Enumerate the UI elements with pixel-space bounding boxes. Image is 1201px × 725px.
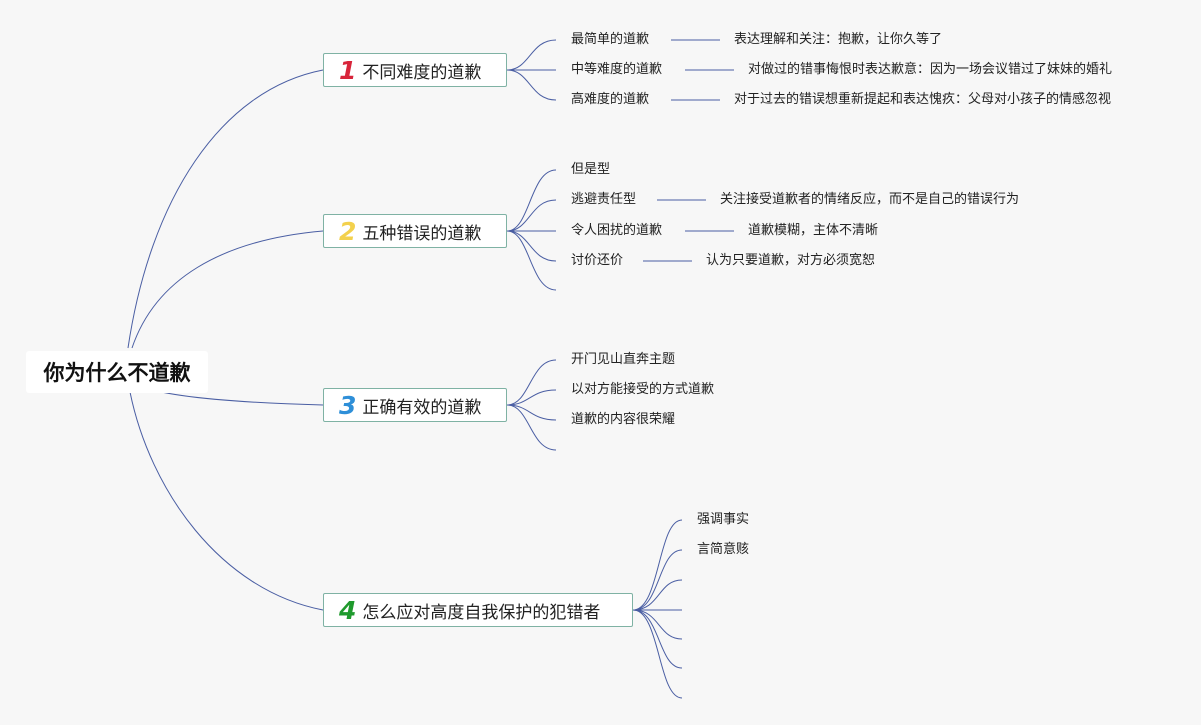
subtopic-3-3[interactable]: 道歉的内容很荣耀	[571, 412, 676, 427]
detail-2-4[interactable]: 认为只要道歉，对方必须宽恕	[706, 253, 876, 268]
number-2-icon: 2	[339, 216, 357, 246]
topic-1-label: 不同难度的道歉	[362, 62, 482, 83]
detail-2-2[interactable]: 关注接受道歉者的情绪反应，而不是自己的错误行为	[720, 192, 1020, 207]
subtopic-1-2[interactable]: 中等难度的道歉	[571, 62, 663, 77]
topic-4-label: 怎么应对高度自我保护的犯错者	[362, 602, 601, 623]
topic-3-label: 正确有效的道歉	[362, 397, 482, 418]
detail-2-3[interactable]: 道歉模糊，主体不清晰	[748, 223, 879, 238]
detail-1-3[interactable]: 对于过去的错误想重新提起和表达愧疚：父母对小孩子的情感忽视	[734, 92, 1112, 107]
topic-2-label: 五种错误的道歉	[362, 223, 482, 244]
subtopic-3-1[interactable]: 开门见山直奔主题	[571, 352, 676, 367]
topic-1[interactable]: 1 不同难度的道歉	[323, 53, 507, 87]
subtopic-3-2[interactable]: 以对方能接受的方式道歉	[571, 382, 715, 397]
topic-3[interactable]: 3 正确有效的道歉	[323, 388, 507, 422]
subtopic-2-1[interactable]: 但是型	[571, 162, 611, 177]
root-topic[interactable]: 你为什么不道歉	[26, 351, 208, 393]
connector-root-topic-2	[131, 230, 324, 349]
number-3-icon: 3	[339, 390, 357, 420]
subtopic-2-2[interactable]: 逃避责任型	[571, 192, 637, 207]
root-topic-label: 你为什么不道歉	[43, 361, 191, 385]
subtopic-4-1[interactable]: 强调事实	[697, 512, 750, 527]
detail-1-1[interactable]: 表达理解和关注：抱歉，让你久等了	[734, 32, 943, 47]
subtopic-1-3[interactable]: 高难度的道歉	[571, 92, 650, 107]
subtopic-2-4[interactable]: 讨价还价	[571, 253, 624, 268]
subtopic-1-1[interactable]: 最简单的道歉	[571, 32, 650, 47]
detail-1-2[interactable]: 对做过的错事悔恨时表达歉意：因为一场会议错过了妹妹的婚礼	[748, 62, 1113, 77]
number-1-icon: 1	[339, 55, 357, 85]
subtopic-2-3[interactable]: 令人困扰的道歉	[571, 223, 663, 238]
topic-2[interactable]: 2 五种错误的道歉	[323, 214, 507, 248]
subtopic-4-2[interactable]: 言简意赅	[697, 542, 750, 557]
connector-root-topic-1	[127, 69, 324, 349]
topic-4[interactable]: 4 怎么应对高度自我保护的犯错者	[323, 593, 633, 627]
number-4-icon: 4	[339, 595, 357, 625]
connector-root-topic-4	[129, 391, 324, 611]
